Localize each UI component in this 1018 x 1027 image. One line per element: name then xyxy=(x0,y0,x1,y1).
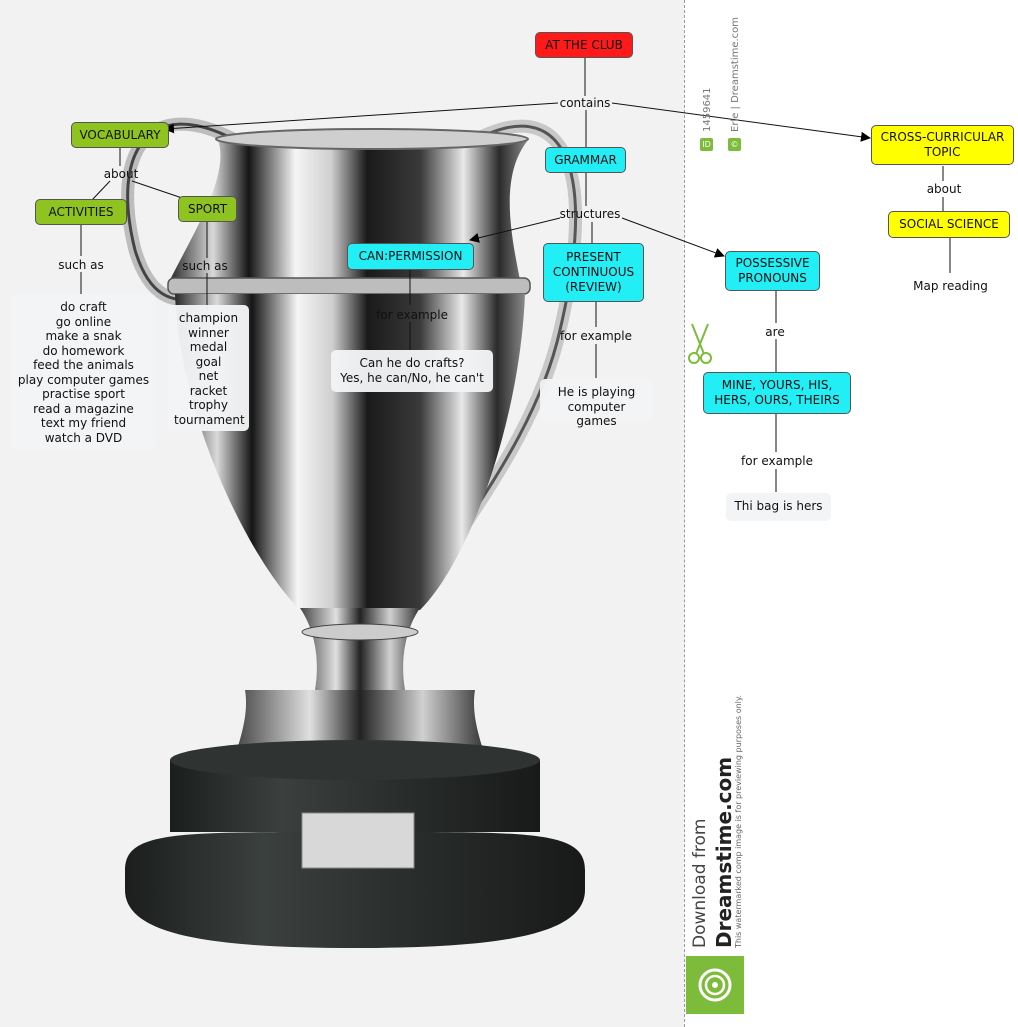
watermark-download-from: Download from xyxy=(690,818,710,948)
watermark-id-number: 1459641 xyxy=(702,87,713,132)
node-present-continuous[interactable]: PRESENT CONTINUOUS (REVIEW) xyxy=(543,243,644,302)
label-about-vocabulary: about xyxy=(103,167,139,181)
node-mine-yours[interactable]: MINE, YOURS, HIS, HERS, OURS, THEIRS xyxy=(703,372,851,414)
label-for-example-present: for example xyxy=(560,329,632,343)
label-structures: structures xyxy=(559,207,621,221)
label-for-example-can: for example xyxy=(376,308,448,322)
example-sport-list: champion winner medal goal net racket tr… xyxy=(168,305,249,431)
scissors-icon xyxy=(688,323,712,364)
node-vocabulary[interactable]: VOCABULARY xyxy=(71,122,169,148)
label-such-as-sport: such as xyxy=(182,259,228,273)
watermark-divider xyxy=(684,0,685,1027)
example-present-continuous: He is playing computer games xyxy=(540,379,653,428)
label-such-as-activities: such as xyxy=(58,258,104,272)
label-contains: contains xyxy=(559,96,611,110)
example-map-reading: Map reading xyxy=(913,279,988,293)
node-can-permission[interactable]: CAN:PERMISSION xyxy=(347,243,474,270)
watermark-site: Dreamstime.com xyxy=(712,756,736,948)
node-grammar[interactable]: GRAMMAR xyxy=(545,147,626,173)
node-activities[interactable]: ACTIVITIES xyxy=(35,199,127,225)
node-possessive-pronouns[interactable]: POSSESSIVE PRONOUNS xyxy=(725,251,820,291)
node-sport[interactable]: SPORT xyxy=(178,196,237,222)
node-social-science[interactable]: SOCIAL SCIENCE xyxy=(888,211,1010,238)
watermark-id-badge: ID xyxy=(700,138,713,151)
label-are: are xyxy=(765,325,785,339)
example-activities-list: do craft go online make a snak do homewo… xyxy=(11,294,156,450)
label-for-example-pronouns: for example xyxy=(741,454,813,468)
node-cross-curricular-topic[interactable]: CROSS-CURRICULAR TOPIC xyxy=(871,125,1014,165)
watermark-author: Erle | Dreamstime.com xyxy=(730,16,741,132)
watermark-copyright-badge: © xyxy=(728,138,741,151)
example-pronoun: Thi bag is hers xyxy=(726,493,831,521)
example-can-permission: Can he do crafts? Yes, he can/No, he can… xyxy=(331,350,493,392)
dreamstime-logo-icon xyxy=(686,956,744,1014)
watermark-notice: This watermarked comp image is for previ… xyxy=(734,694,743,948)
node-at-the-club[interactable]: AT THE CLUB xyxy=(535,32,633,58)
label-about-topic: about xyxy=(926,182,962,196)
